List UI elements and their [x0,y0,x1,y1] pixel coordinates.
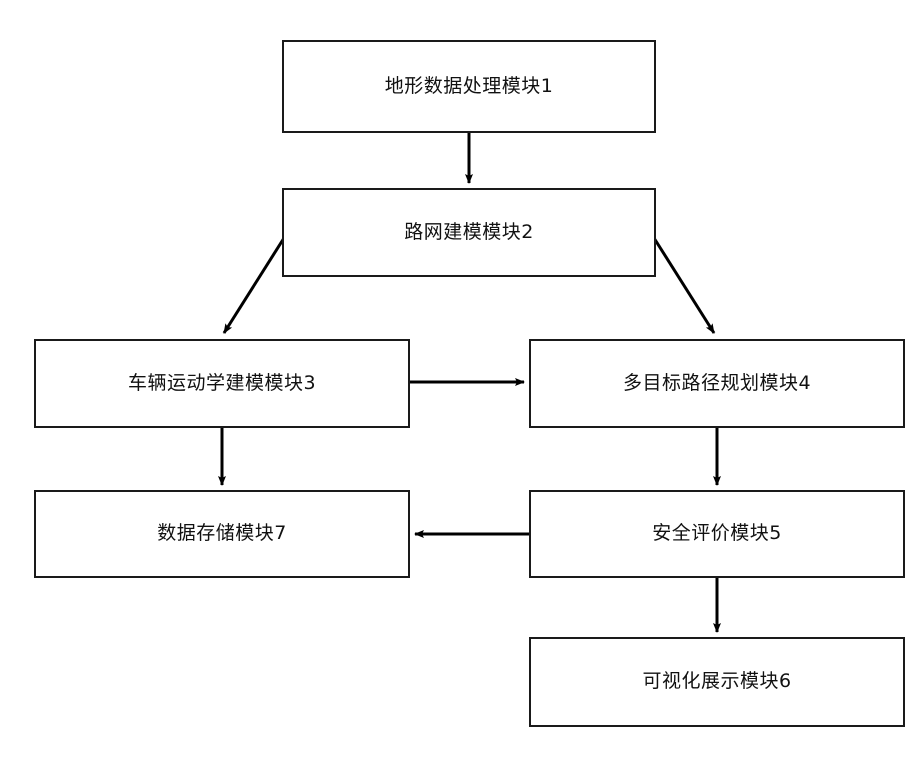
node-label: 多目标路径规划模块4 [622,371,812,394]
node-label: 安全评价模块5 [652,522,782,545]
node-terrain-data-processing-module[interactable]: 地形数据处理模块1 [282,40,656,133]
node-multi-objective-path-planning-module[interactable]: 多目标路径规划模块4 [529,339,905,428]
node-safety-evaluation-module[interactable]: 安全评价模块5 [529,490,905,578]
node-label: 地形数据处理模块1 [384,74,554,97]
node-data-storage-module[interactable]: 数据存储模块7 [34,490,410,578]
edge-2-to-3 [222,237,286,334]
edge-2-to-4 [652,237,716,334]
node-label: 可视化展示模块6 [642,670,792,693]
node-label: 车辆运动学建模模块3 [127,371,317,394]
node-vehicle-kinematics-modeling-module[interactable]: 车辆运动学建模模块3 [34,339,410,428]
node-visualization-display-module[interactable]: 可视化展示模块6 [529,637,905,727]
node-road-network-modeling-module[interactable]: 路网建模模块2 [282,188,656,277]
node-label: 路网建模模块2 [404,220,534,243]
node-label: 数据存储模块7 [157,522,287,545]
